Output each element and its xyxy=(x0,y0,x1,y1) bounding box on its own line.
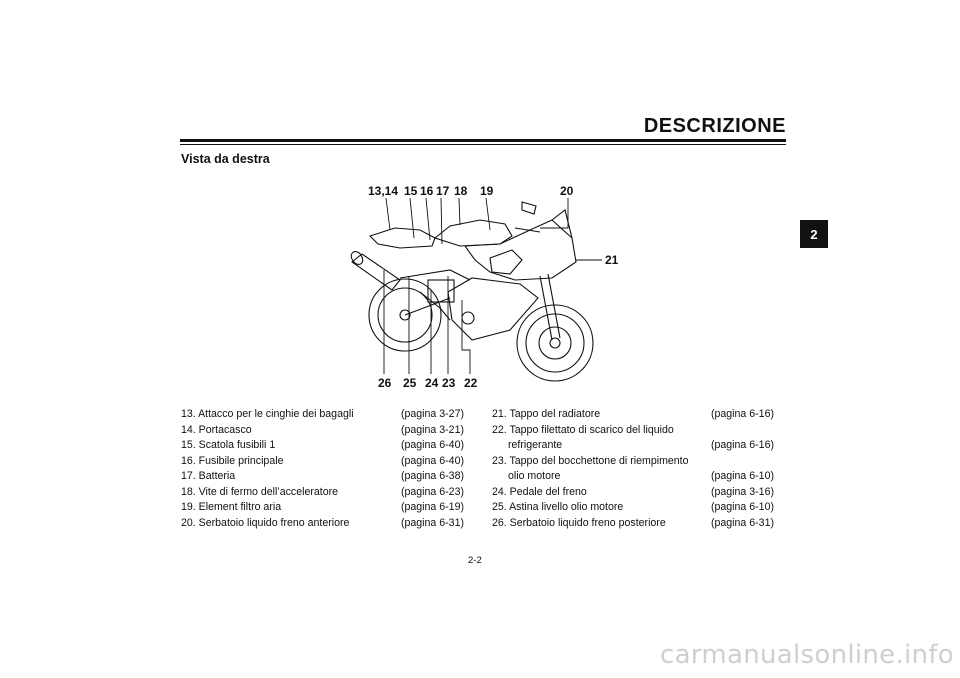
legend-page-ref: (pagina 3-16) xyxy=(710,485,774,498)
motorcycle-illustration: 13,14 15 16 17 18 19 20 21 26 25 24 23 2… xyxy=(340,180,640,390)
lower-fairing xyxy=(447,277,539,341)
callout-25: 25 xyxy=(403,376,417,390)
callout-24: 24 xyxy=(425,376,439,390)
callout-15: 15 xyxy=(404,184,418,198)
front-rim xyxy=(525,313,585,373)
legend-page-ref: (pagina 6-23) xyxy=(400,485,464,498)
brake-disc xyxy=(538,326,572,360)
legend-item: 17. Batteria (pagina 6-38) xyxy=(181,469,464,485)
callout-16: 16 xyxy=(420,184,434,198)
legend-left: 13. Attacco per le cinghie dei bagagli (… xyxy=(181,407,464,531)
mirror xyxy=(521,201,537,215)
legend-page-ref: (pagina 6-40) xyxy=(400,439,464,451)
legend-page-ref: (pagina 6-16) xyxy=(710,439,774,451)
callout-20: 20 xyxy=(560,184,574,198)
legend-item: 23. Tappo del bocchettone di riempimento… xyxy=(492,454,774,485)
callout-18: 18 xyxy=(454,184,468,198)
legend-item: 26. Serbatoio liquido freno posteriore (… xyxy=(492,516,774,532)
legend-label: 13. Attacco per le cinghie dei bagagli xyxy=(181,408,354,420)
fairing xyxy=(463,219,577,281)
callout-17: 17 xyxy=(436,184,450,198)
legend-item: 21. Tappo del radiatore (pagina 6-16) xyxy=(492,407,774,423)
legend-page-ref: (pagina 3-21) xyxy=(400,423,464,436)
legend-label: 21. Tappo del radiatore xyxy=(492,408,601,420)
legend-item: 20. Serbatoio liquido freno anteriore (p… xyxy=(181,516,464,532)
header-rule-thin xyxy=(180,144,786,145)
legend-page-ref: (pagina 6-40) xyxy=(400,454,464,467)
exhaust-muffler xyxy=(351,253,401,291)
legend-page-ref: (pagina 6-38) xyxy=(400,470,464,482)
legend-page-ref: (pagina 6-10) xyxy=(710,470,774,482)
legend-label: 18. Vite di fermo dell’acceleratore xyxy=(181,485,339,498)
legend-item: 14. Portacasco (pagina 3-21) xyxy=(181,423,464,439)
legend-page-ref: (pagina 6-10) xyxy=(710,501,774,513)
legend-item: 15. Scatola fusibili 1 (pagina 6-40) xyxy=(181,438,464,454)
legend-item: 25. Astina livello olio motore (pagina 6… xyxy=(492,500,774,516)
legend-page-ref: (pagina 3-27) xyxy=(400,408,464,420)
legend-page-ref: (pagina 6-16) xyxy=(710,408,774,420)
legend-page-ref: (pagina 6-31) xyxy=(400,516,464,529)
header-rule xyxy=(180,139,786,142)
legend-label-continuation: refrigerante xyxy=(508,439,563,451)
legend-label: 19. Element filtro aria xyxy=(181,501,282,513)
legend-label: 17. Batteria xyxy=(181,470,236,482)
legend-item: 22. Tappo filettato di scarico del liqui… xyxy=(492,423,774,454)
legend-item: 16. Fusibile principale (pagina 6-40) xyxy=(181,454,464,470)
rear-tire xyxy=(368,278,442,352)
legend-label: 22. Tappo filettato di scarico del liqui… xyxy=(492,423,674,436)
page-header-title: DESCRIZIONE xyxy=(643,115,786,137)
legend-label-continuation: olio motore xyxy=(508,470,561,482)
legend-label: 23. Tappo del bocchettone di riempimento xyxy=(492,454,689,467)
legend-label: 20. Serbatoio liquido freno anteriore xyxy=(181,516,350,529)
legend-right: 21. Tappo del radiatore (pagina 6-16) 22… xyxy=(492,407,774,531)
legend-page-ref: (pagina 6-31) xyxy=(710,516,774,529)
legend-item: 18. Vite di fermo dell’acceleratore (pag… xyxy=(181,485,464,501)
section-title: Vista da destra xyxy=(181,152,270,166)
legend-label: 24. Pedale del freno xyxy=(492,485,587,498)
front-tire xyxy=(516,304,594,382)
legend-label: 26. Serbatoio liquido freno posteriore xyxy=(492,516,666,529)
callout-26: 26 xyxy=(378,376,392,390)
seat-tail xyxy=(368,227,436,249)
callout-23: 23 xyxy=(442,376,456,390)
callout-22: 22 xyxy=(464,376,478,390)
legend-label: 14. Portacasco xyxy=(181,423,252,436)
fuel-tank xyxy=(433,219,513,247)
leader-lines xyxy=(383,197,602,374)
watermark[interactable]: carmanualsonline.info xyxy=(659,640,954,670)
motorcycle-drawing xyxy=(350,197,602,382)
rear-rim xyxy=(377,287,433,343)
chapter-tab: 2 xyxy=(800,220,828,248)
callout-19: 19 xyxy=(480,184,494,198)
legend-label: 16. Fusibile principale xyxy=(181,454,284,467)
legend-page-ref: (pagina 6-19) xyxy=(400,501,464,513)
legend-label: 15. Scatola fusibili 1 xyxy=(181,439,276,451)
callout-21: 21 xyxy=(605,253,619,267)
legend-item: 19. Element filtro aria (pagina 6-19) xyxy=(181,500,464,516)
legend-item: 13. Attacco per le cinghie dei bagagli (… xyxy=(181,407,464,423)
legend-item: 24. Pedale del freno (pagina 3-16) xyxy=(492,485,774,501)
page-number: 2-2 xyxy=(468,555,482,566)
legend-label: 25. Astina livello olio motore xyxy=(492,501,624,513)
callout-13-14: 13,14 xyxy=(368,184,398,198)
